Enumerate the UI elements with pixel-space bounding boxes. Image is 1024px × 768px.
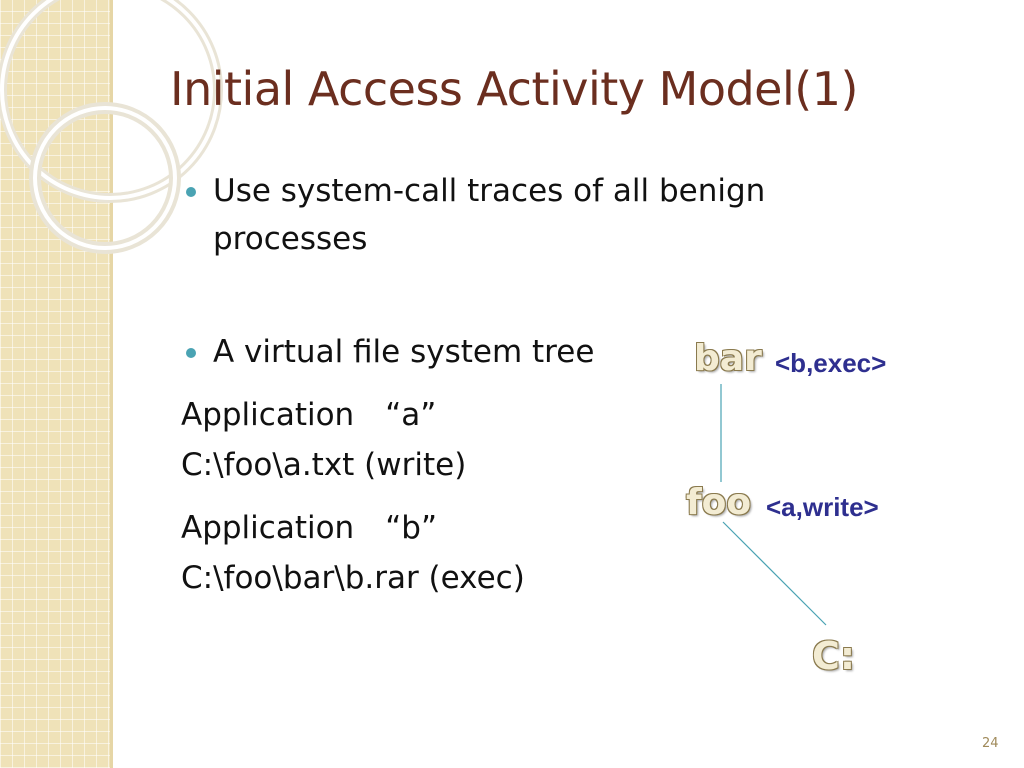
bullet-dot — [186, 187, 196, 197]
application-b-line: Application “b” — [181, 510, 438, 546]
application-a-line: Application “a” — [181, 397, 437, 433]
tree-node-foo: foo — [686, 482, 752, 523]
sidebar-edge — [110, 0, 113, 768]
bullet-dot — [186, 348, 196, 358]
path-a-line: C:\foo\a.txt (write) — [181, 447, 467, 483]
slide-title: Initial Access Activity Model(1) — [170, 62, 858, 116]
bullet-text-2: A virtual file system tree — [213, 334, 595, 370]
bullet-text-1: Use system-call traces of all benign — [213, 173, 766, 209]
page-number: 24 — [982, 736, 999, 751]
bullet-text-1-cont: processes — [213, 221, 368, 257]
tree-tag-foo: <a,write> — [766, 492, 879, 522]
edge-foo-c — [722, 521, 827, 626]
decorative-circles — [0, 0, 223, 254]
tree-node-bar: bar — [694, 338, 762, 379]
tree-tag-bar: <b,exec> — [775, 348, 887, 378]
tree-node-c: C: — [812, 634, 856, 678]
path-b-line: C:\foo\bar\b.rar (exec) — [181, 560, 525, 596]
